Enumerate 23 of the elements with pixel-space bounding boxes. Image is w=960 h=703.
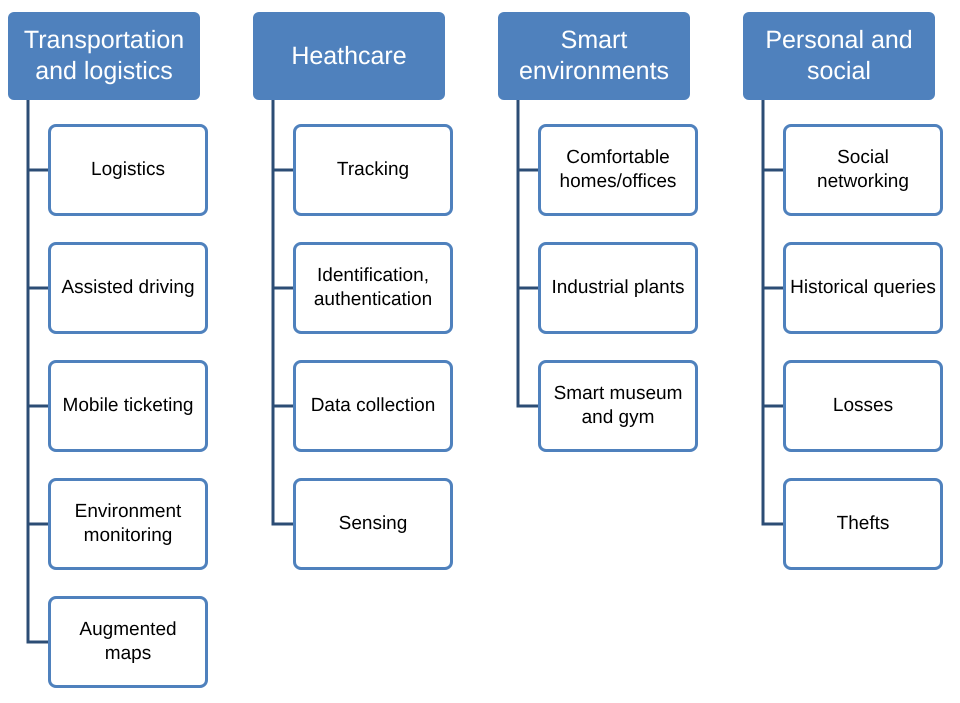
item-box: Thefts bbox=[783, 478, 943, 570]
item-box: Assisted driving bbox=[48, 242, 208, 334]
item-box: Augmented maps bbox=[48, 596, 208, 688]
item-box: Mobile ticketing bbox=[48, 360, 208, 452]
item-box: Sensing bbox=[293, 478, 453, 570]
category-header: Heathcare bbox=[253, 12, 445, 100]
category-header: Personal and social bbox=[743, 12, 935, 100]
item-box: Identification, authentication bbox=[293, 242, 453, 334]
item-box: Losses bbox=[783, 360, 943, 452]
category-header: Transportation and logistics bbox=[8, 12, 200, 100]
connector-line bbox=[762, 100, 783, 526]
item-box: Historical queries bbox=[783, 242, 943, 334]
connector-line bbox=[272, 100, 293, 526]
item-box: Social networking bbox=[783, 124, 943, 216]
item-box: Smart museum and gym bbox=[538, 360, 698, 452]
item-box: Tracking bbox=[293, 124, 453, 216]
item-box: Environment monitoring bbox=[48, 478, 208, 570]
connector-line bbox=[516, 100, 538, 408]
item-box: Data collection bbox=[293, 360, 453, 452]
item-box: Industrial plants bbox=[538, 242, 698, 334]
category-header: Smart environments bbox=[498, 12, 690, 100]
item-box: Comfortable homes/offices bbox=[538, 124, 698, 216]
item-box: Logistics bbox=[48, 124, 208, 216]
